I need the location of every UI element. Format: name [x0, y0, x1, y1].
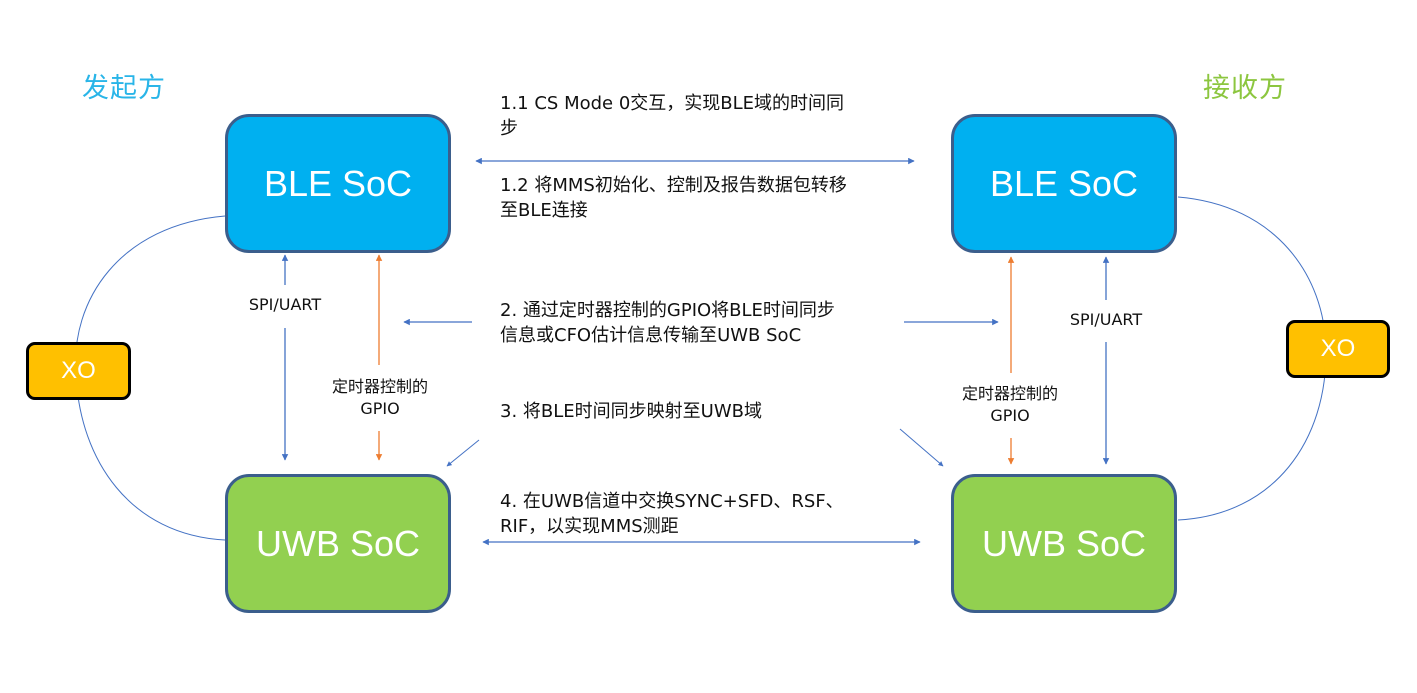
responder-title: 接收方: [1203, 73, 1287, 104]
initiator-xo: XO: [26, 342, 131, 400]
initiator-ble-soc-label: BLE SoC: [263, 162, 413, 204]
responder-uwb-soc-label: UWB SoC: [981, 522, 1147, 564]
step-1-2-label: 1.2 将MMS初始化、控制及报告数据包转移 至BLE连接: [500, 175, 847, 221]
step-2-label: 2. 通过定时器控制的GPIO将BLE时间同步 信息或CFO估计信息传输至UWB…: [500, 300, 835, 346]
initiator-title: 发起方: [82, 73, 166, 104]
step3-left-arrow: [446, 439, 480, 467]
right-gpio-label: 定时器控制的 GPIO: [961, 384, 1058, 425]
step-4-label: 4. 在UWB信道中交换SYNC+SFD、RSF、 RIF，以实现MMS测距: [500, 491, 844, 537]
initiator-xo-label: XO: [61, 357, 96, 384]
initiator-uwb-soc-label: UWB SoC: [255, 522, 421, 564]
initiator-ble-soc: BLE SoC: [225, 114, 451, 253]
left-spi-uart-label: SPI/UART: [248, 295, 322, 314]
responder-xo: XO: [1286, 320, 1390, 378]
responder-xo-label: XO: [1320, 335, 1356, 362]
left-gpio-label: 定时器控制的 GPIO: [331, 377, 428, 418]
step-1-1-label: 1.1 CS Mode 0交互，实现BLE域的时间同 步: [500, 93, 845, 139]
step3-right-arrow: [899, 428, 944, 467]
step-3-label: 3. 将BLE时间同步映射至UWB域: [500, 401, 762, 422]
responder-ble-soc: BLE SoC: [951, 114, 1177, 253]
initiator-uwb-soc: UWB SoC: [225, 474, 451, 613]
right-spi-uart-label: SPI/UART: [1069, 310, 1143, 329]
responder-ble-soc-label: BLE SoC: [989, 162, 1139, 204]
responder-uwb-soc: UWB SoC: [951, 474, 1177, 613]
